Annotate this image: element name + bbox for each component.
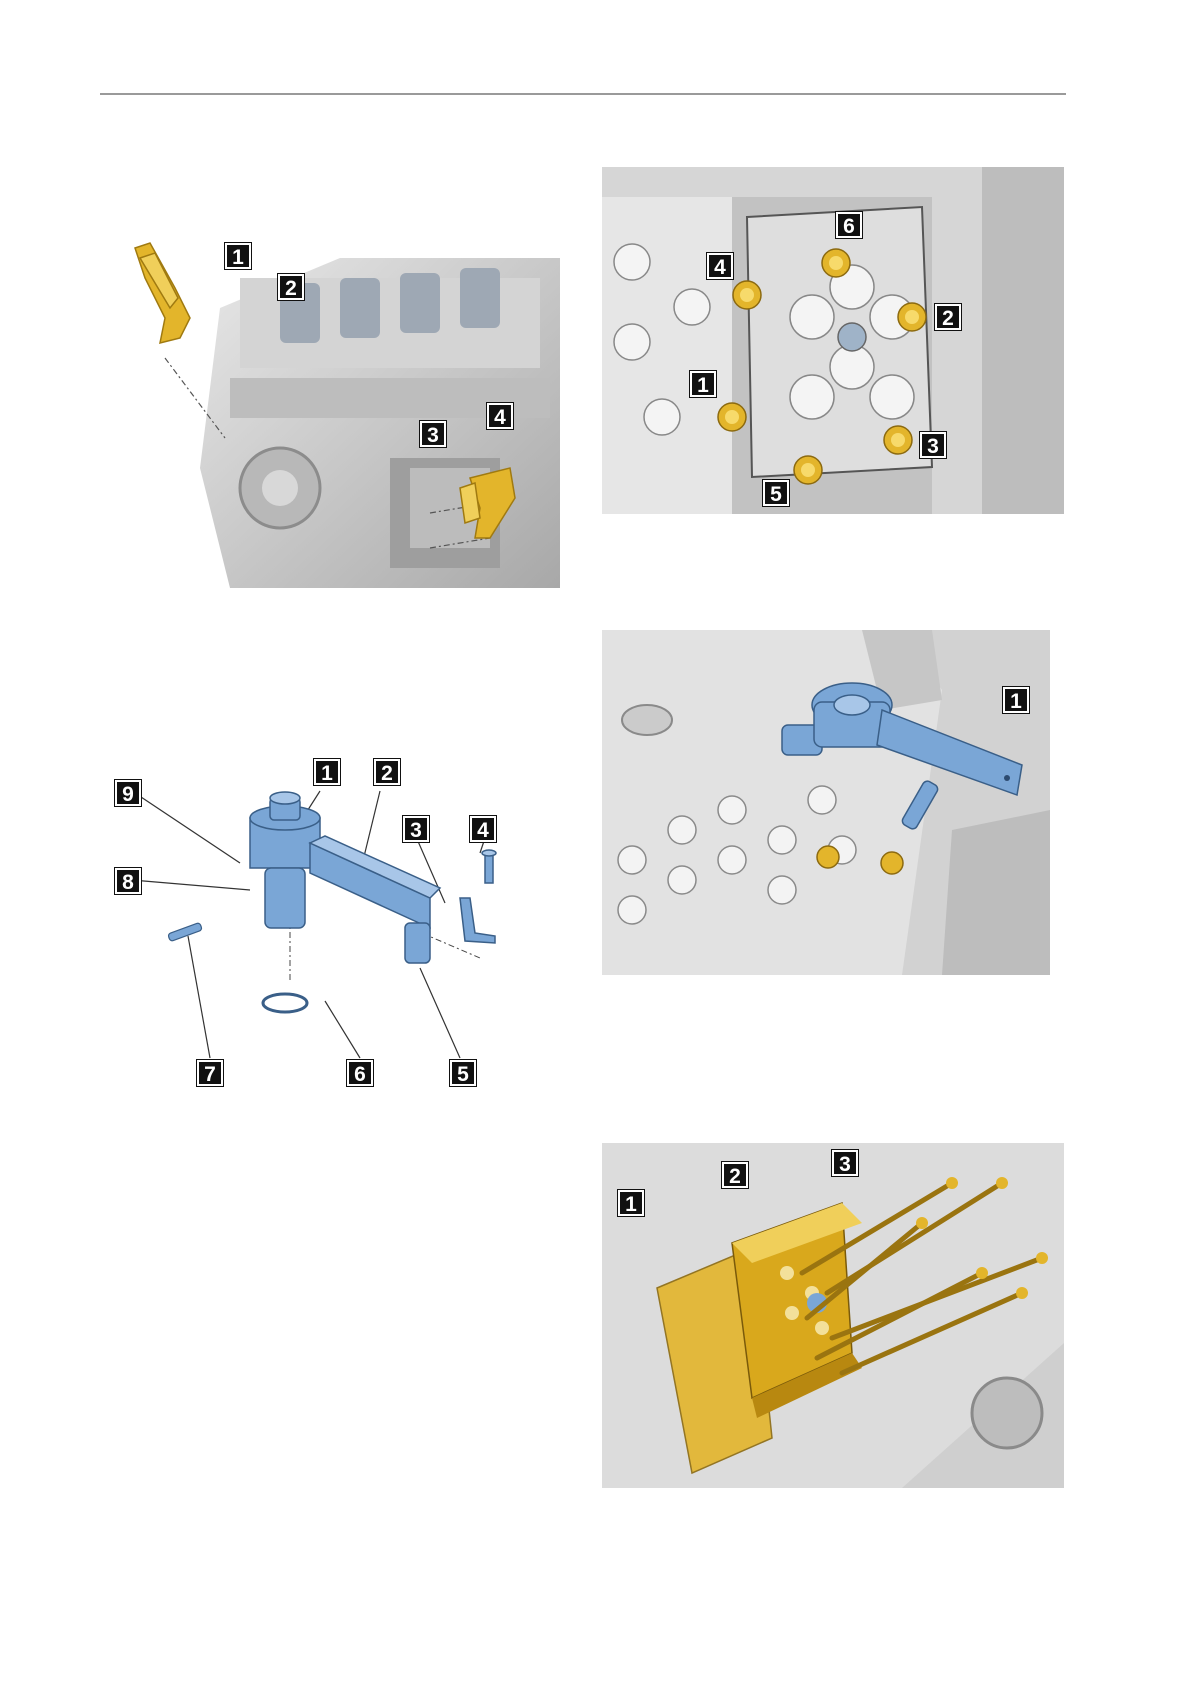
- callout-3: 3: [920, 432, 946, 458]
- callout-5: 5: [450, 1060, 476, 1086]
- callout-6: 6: [836, 212, 862, 238]
- figure-bolt-sequence: 6 4 2 1 3 5: [602, 167, 1064, 514]
- cylinder-head-removal-illustration: [602, 1143, 1064, 1488]
- callout-1: 1: [618, 1190, 644, 1216]
- figure-tool-exploded: 1 2 9 3 4 8 7 6 5: [110, 758, 560, 1095]
- figure-cylinder-head-removal: 3 2 1: [602, 1143, 1064, 1488]
- callout-2: 2: [722, 1162, 748, 1188]
- callout-4: 4: [470, 816, 496, 842]
- callout-2: 2: [935, 304, 961, 330]
- callout-7: 7: [197, 1060, 223, 1086]
- callout-4: 4: [487, 403, 513, 429]
- callout-3: 3: [420, 421, 446, 447]
- header-rule: [100, 93, 1066, 95]
- callout-1: 1: [1003, 687, 1029, 713]
- callout-3: 3: [403, 816, 429, 842]
- callout-1: 1: [225, 243, 251, 269]
- callout-1: 1: [690, 371, 716, 397]
- callout-8: 8: [115, 868, 141, 894]
- cylinder-head-illustration: [602, 167, 1064, 514]
- callout-4: 4: [707, 253, 733, 279]
- tool-installed-illustration: [602, 630, 1050, 975]
- figure-tool-installed: 1: [602, 630, 1050, 975]
- tool-exploded-illustration: [110, 758, 560, 1095]
- callout-5: 5: [763, 480, 789, 506]
- callout-3: 3: [832, 1150, 858, 1176]
- callout-2: 2: [278, 274, 304, 300]
- callout-9: 9: [115, 780, 141, 806]
- callout-1: 1: [314, 759, 340, 785]
- callout-2: 2: [374, 759, 400, 785]
- figure-cam-cover-removal: 1 2 3 4: [130, 238, 560, 588]
- callout-6: 6: [347, 1060, 373, 1086]
